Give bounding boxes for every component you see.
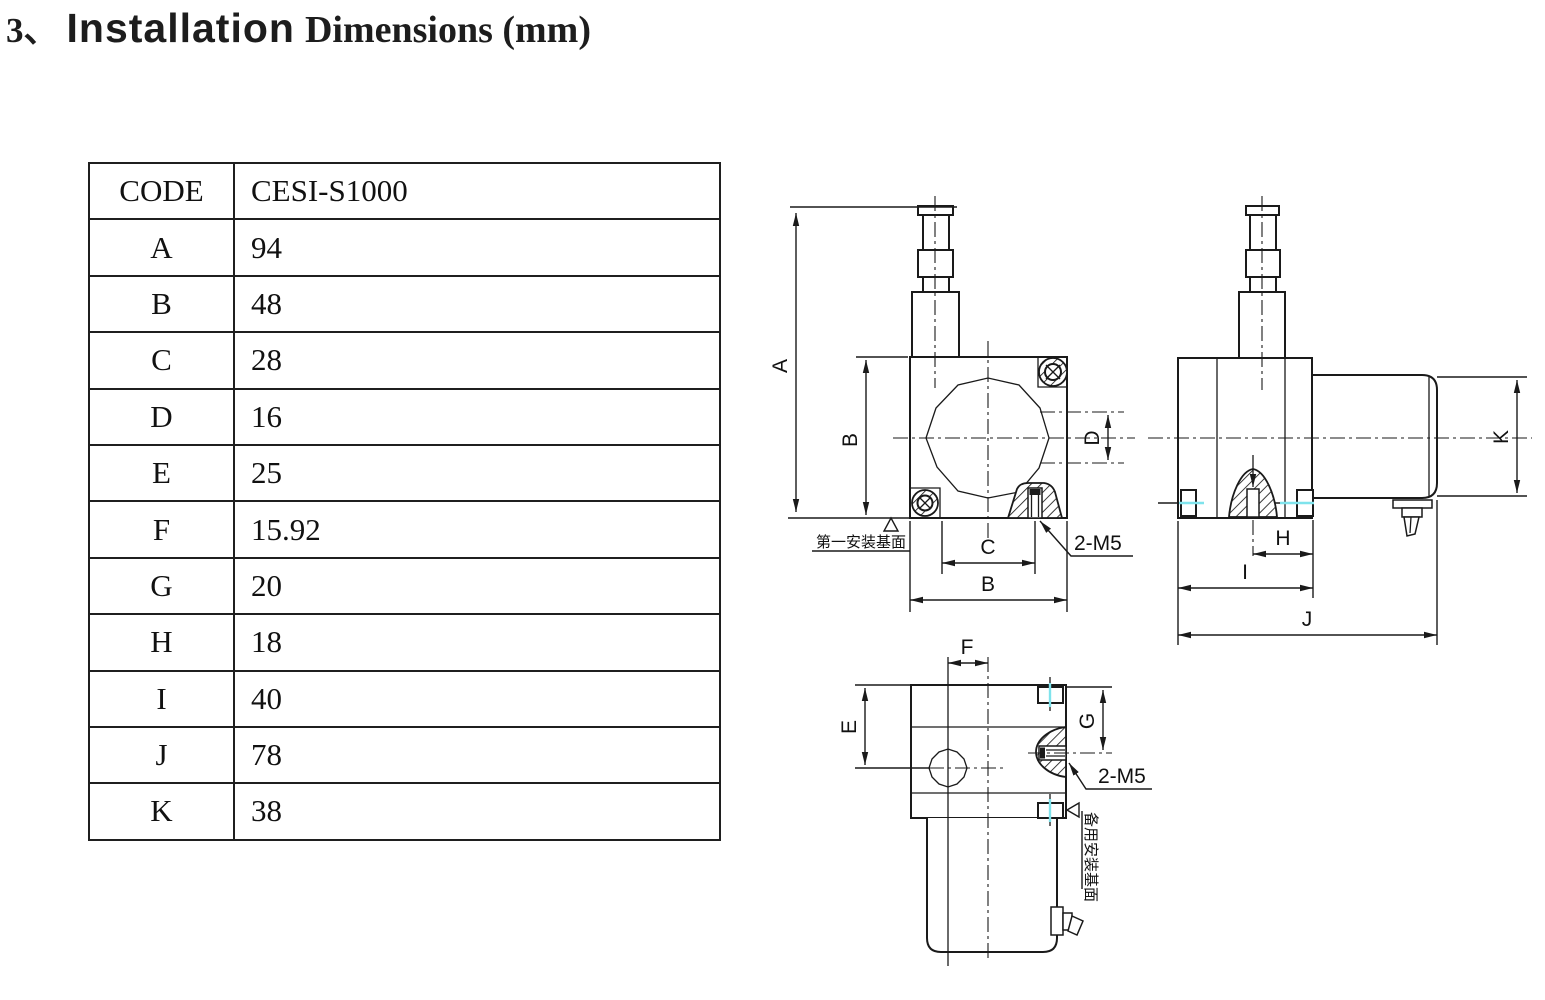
dim-code-cell: A	[88, 218, 235, 277]
title-main-text: Installation	[66, 5, 295, 51]
dim-code-cell: B	[88, 274, 235, 334]
table-row: K 38	[88, 782, 721, 841]
dim-label-j: J	[1302, 608, 1313, 631]
dim-label-c: C	[980, 536, 995, 559]
table-row: E 25	[88, 443, 721, 503]
dim-label-a: A	[769, 359, 792, 373]
dim-value-cell: 40	[233, 669, 721, 728]
dim-code-cell: H	[88, 613, 235, 672]
table-header-row: CODE CESI-S1000	[88, 161, 721, 221]
dim-value-cell: 25	[233, 443, 721, 503]
dim-label-f: F	[961, 636, 974, 659]
dim-code-cell: F	[88, 500, 235, 559]
table-row: A 94	[88, 218, 721, 277]
dim-code-cell: K	[88, 782, 235, 841]
table-row: F 15.92	[88, 500, 721, 559]
table-row: C 28	[88, 331, 721, 390]
title-section-number: 3、	[6, 11, 59, 50]
dim-code-cell: C	[88, 331, 235, 390]
dim-label-h: H	[1275, 527, 1290, 550]
dim-label-b-vertical: B	[839, 433, 862, 447]
dim-label-d: D	[1081, 430, 1104, 445]
table-row: G 20	[88, 556, 721, 616]
header-code-cell: CODE	[88, 161, 235, 221]
title-units-text: Dimensions (mm)	[304, 9, 591, 51]
dimension-table: CODE CESI-S1000 A 94 B 48 C 28 D 16 E 25…	[88, 161, 721, 841]
dim-value-cell: 16	[233, 387, 721, 446]
table-row: H 18	[88, 613, 721, 672]
table-row: I 40	[88, 669, 721, 728]
dim-value-cell: 28	[233, 331, 721, 390]
datum-label-primary: 第一安装基面	[816, 533, 906, 551]
dim-label-e: E	[838, 720, 861, 734]
dim-label-g: G	[1076, 713, 1099, 729]
table-row: D 16	[88, 387, 721, 446]
dim-label-b-horizontal: B	[981, 573, 995, 596]
dim-value-cell: 38	[233, 782, 721, 841]
dim-value-cell: 15.92	[233, 500, 721, 559]
dim-code-cell: I	[88, 669, 235, 728]
side-view: K H I J	[1148, 196, 1532, 645]
dim-code-cell: E	[88, 443, 235, 503]
table-row: J 78	[88, 725, 721, 785]
dim-value-cell: 94	[233, 218, 721, 277]
dim-label-k: K	[1490, 430, 1513, 444]
table-row: B 48	[88, 274, 721, 334]
dim-value-cell: 20	[233, 556, 721, 616]
dim-label-i: I	[1242, 561, 1248, 584]
header-model-cell: CESI-S1000	[233, 161, 721, 221]
dim-code-cell: G	[88, 556, 235, 616]
front-view: 第一安装基面 A B D C B 2-M5	[769, 196, 1135, 612]
dim-value-cell: 18	[233, 613, 721, 672]
dim-code-cell: D	[88, 387, 235, 446]
thread-callout-front: 2-M5	[1074, 532, 1122, 555]
thread-callout-top: 2-M5	[1098, 765, 1146, 788]
dim-code-cell: J	[88, 725, 235, 785]
top-view: E F G 2-M5 备用安装基面	[838, 636, 1152, 966]
dim-value-cell: 48	[233, 274, 721, 334]
dim-value-cell: 78	[233, 725, 721, 785]
datum-label-secondary: 备用安装基面	[1082, 812, 1099, 902]
